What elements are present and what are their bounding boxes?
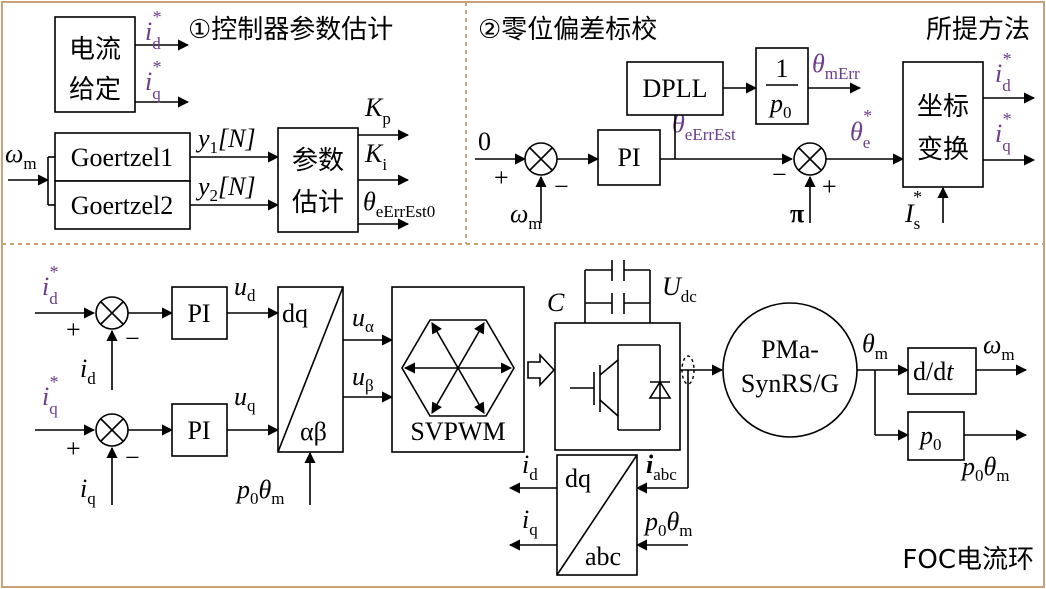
label-iq-star-output: iq* xyxy=(995,109,1011,155)
dpll-label: DPLL xyxy=(643,74,708,103)
parameter-estimation-block xyxy=(277,127,359,233)
pwm-hollow-arrow xyxy=(527,352,556,388)
label-id-feedback: id xyxy=(80,354,96,388)
current-reference-label-2: 给定 xyxy=(69,75,121,105)
sum2-minus: − xyxy=(772,160,787,189)
goertzel1-label: Goertzel1 xyxy=(71,143,174,172)
gain-denominator: p0 xyxy=(768,89,792,122)
parameter-estimation-label-1: 参数 xyxy=(292,146,344,176)
pll-pi-block xyxy=(597,129,661,186)
label-y2: y2[N] xyxy=(195,172,256,205)
label-omega-m-left: ωm xyxy=(5,139,37,173)
label-uq: uq xyxy=(234,382,256,415)
label-iq-star-top: iq* xyxy=(145,57,161,103)
sum-q-minus: − xyxy=(125,443,140,472)
goertzel2-block xyxy=(54,180,191,230)
label-iq-out: iq xyxy=(522,505,538,539)
park-transform-dq: dq xyxy=(565,464,591,493)
pi-d-label: PI xyxy=(187,299,210,328)
label-p0-theta-m-park: p0θm xyxy=(235,475,285,508)
label-theta-eerrest0: θeErrEst0 xyxy=(363,187,435,221)
park-transform-abc: abc xyxy=(585,542,621,571)
svpwm-label: SVPWM xyxy=(410,417,505,446)
label-p0-theta-m-output: p0θm xyxy=(960,452,1010,485)
pole-pair-label: p0 xyxy=(918,421,942,454)
label-u-alpha: uα xyxy=(352,303,374,336)
pi-q-label: PI xyxy=(187,416,210,445)
label-omega-m-section2: ωm xyxy=(510,199,542,233)
label-iq-feedback: iq xyxy=(80,474,96,508)
coordinate-transform-label-1: 坐标 xyxy=(917,92,969,122)
goertzel2-label: Goertzel2 xyxy=(71,191,174,220)
section3-title: 所提方法 xyxy=(926,15,1030,45)
current-reference-block xyxy=(54,16,136,113)
igbt-icon xyxy=(570,344,672,431)
section1-title: ①控制器参数估计 xyxy=(188,15,393,45)
derivative-label: d/dt xyxy=(913,357,954,386)
label-theta-merr: θmErr xyxy=(812,49,860,83)
inverse-park-dq: dq xyxy=(282,299,308,328)
label-iabc: iabc xyxy=(646,450,677,484)
label-id-star-foc: id* xyxy=(42,262,58,308)
label-capacitor-c: C xyxy=(547,288,565,317)
label-kp: Kp xyxy=(364,93,391,128)
gain-numerator: 1 xyxy=(776,54,789,83)
machine-label-2: SynRS/G xyxy=(741,369,839,398)
label-p0-theta-m-in: p0θm xyxy=(643,507,693,540)
derivative-block xyxy=(907,347,977,395)
label-id-star-output: id* xyxy=(995,49,1011,95)
label-udc: Udc xyxy=(662,272,697,306)
summing-junction-d-cross-b xyxy=(100,301,124,325)
current-sensor-icon xyxy=(681,355,695,385)
label-zero-input: 0 xyxy=(478,127,491,156)
pll-pi-label: PI xyxy=(617,143,640,172)
sum1-minus: − xyxy=(554,172,569,201)
pi-d-block xyxy=(171,286,228,340)
label-is-star: Is* xyxy=(904,187,921,233)
label-omega-m-output: ωm xyxy=(983,330,1015,364)
inverse-park-ab: αβ xyxy=(300,417,327,446)
label-id-star-top: id* xyxy=(145,7,161,53)
label-theta-e-star: θe* xyxy=(850,106,871,152)
label-u-beta: uβ xyxy=(352,362,374,395)
inverse-park-diagonal xyxy=(277,286,344,453)
summing-junction-q-cross-b xyxy=(100,418,124,442)
summing-junction-1-cross-b xyxy=(529,147,553,171)
label-theta-m-machine: θm xyxy=(862,329,888,363)
sum-d-minus: − xyxy=(125,324,140,353)
park-transform-diagonal xyxy=(556,454,638,576)
label-ki: Ki xyxy=(364,139,387,174)
coordinate-transform-label-2: 变换 xyxy=(917,135,969,165)
pole-pair-block xyxy=(907,411,965,461)
label-id-out: id xyxy=(522,450,538,484)
pole-pair-gain-block xyxy=(755,47,809,125)
dc-capacitor-icon xyxy=(584,260,651,323)
sum-d-plus: + xyxy=(66,315,81,344)
machine-label-1: PMa- xyxy=(761,335,819,364)
coordinate-transform-block xyxy=(902,61,984,188)
label-pi-symbol: π xyxy=(790,199,804,228)
label-y1: y1[N] xyxy=(195,124,256,157)
dpll-block xyxy=(626,61,724,116)
sum2-plus: + xyxy=(822,172,837,201)
parameter-estimation-label-2: 估计 xyxy=(292,188,344,218)
sum1-plus: + xyxy=(494,163,509,192)
summing-junction-2-cross-b xyxy=(798,147,822,171)
sum-q-plus: + xyxy=(66,434,81,463)
foc-section-title: FOC电流环 xyxy=(902,545,1034,575)
label-iq-star-foc: iq* xyxy=(42,372,58,418)
section2-title: ②零位偏差标校 xyxy=(478,15,657,45)
svpwm-hexagon-icon xyxy=(401,319,515,417)
current-reference-label-1: 电流 xyxy=(69,35,121,65)
label-ud: ud xyxy=(234,272,256,305)
